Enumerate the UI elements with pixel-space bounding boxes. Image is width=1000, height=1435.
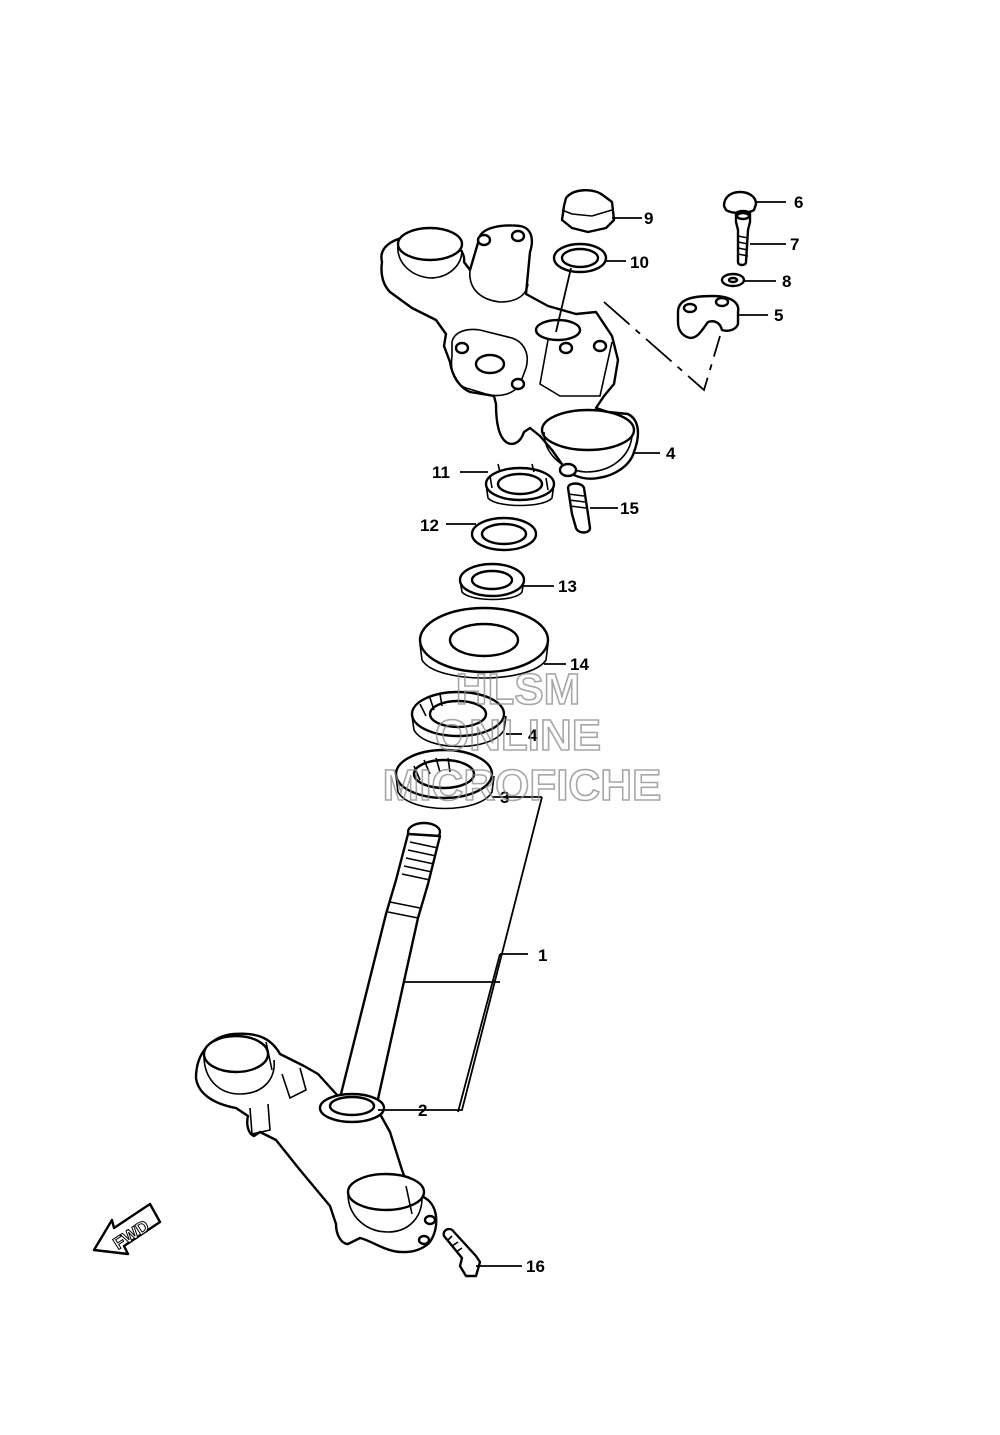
callout-numbers: 1 2 3 4 4 5 6 7 8 9 10 11 12 13 14 15 16 (418, 193, 803, 1276)
callout-11: 11 (432, 463, 450, 482)
nut-11 (484, 463, 556, 507)
callout-1: 1 (538, 946, 547, 965)
lock-washer-12 (470, 516, 538, 552)
callout-9: 9 (644, 209, 653, 228)
bolt-15 (566, 482, 592, 534)
watermark-line-3: MICROFICHE (383, 761, 662, 810)
callout-4-bracket: 4 (666, 444, 676, 463)
upper-bracket (380, 224, 640, 480)
bearing-3-lower (394, 748, 495, 810)
callout-12: 12 (420, 516, 439, 535)
bearing-4-upper (410, 690, 507, 748)
cap-6 (722, 190, 758, 215)
watermark-line-2: ONLINE (435, 711, 601, 760)
callout-13: 13 (558, 577, 577, 596)
callout-8: 8 (782, 272, 791, 291)
callout-6: 6 (794, 193, 803, 212)
callout-7: 7 (790, 235, 799, 254)
callout-10: 10 (630, 253, 649, 272)
watermark-line-1: HLSM (456, 665, 581, 714)
washer-10 (552, 242, 608, 274)
fwd-direction-arrow: FWD (92, 1202, 162, 1256)
watermark: HLSM ONLINE MICROFICHE (382, 664, 662, 811)
dust-seal-14 (418, 606, 550, 679)
steering-stem-1 (338, 821, 442, 1110)
washer-8 (720, 272, 746, 288)
bolt-7 (734, 209, 752, 267)
nut-cap-9 (560, 189, 616, 234)
callout-14: 14 (570, 655, 589, 674)
callout-2: 2 (418, 1101, 427, 1120)
leader-lines (378, 201, 786, 1267)
bolt-16 (442, 1227, 482, 1278)
callout-16: 16 (526, 1257, 545, 1276)
nut-13 (458, 562, 526, 601)
callout-4-bearing: 4 (528, 726, 538, 745)
callout-3: 3 (500, 788, 509, 807)
callout-15: 15 (620, 499, 639, 518)
callout-5: 5 (774, 306, 783, 325)
clamp-5 (676, 294, 740, 340)
lower-bracket (194, 1032, 438, 1254)
